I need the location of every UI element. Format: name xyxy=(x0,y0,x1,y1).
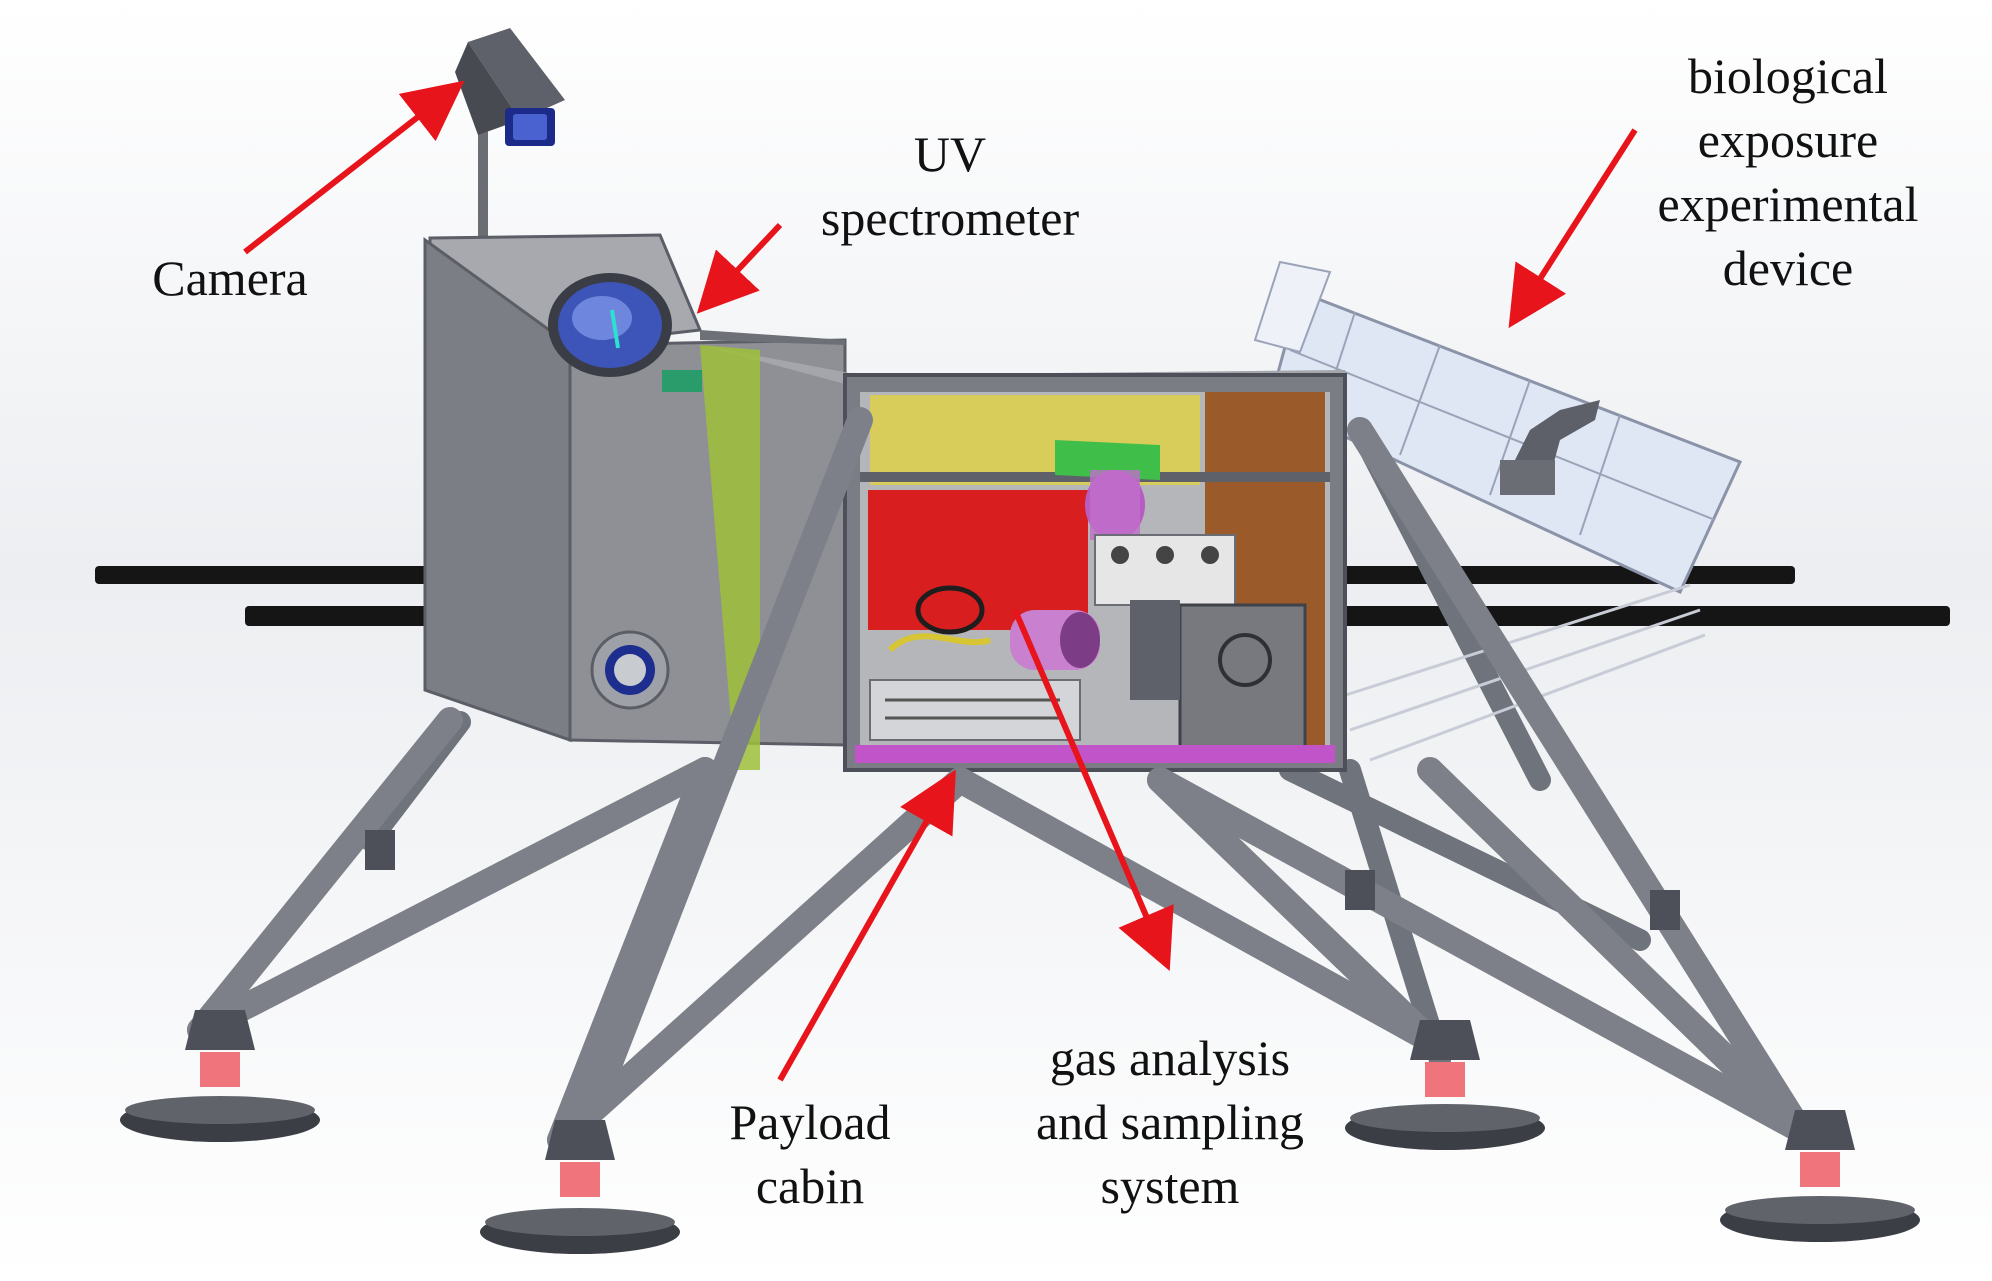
arrow-uv-spectrometer xyxy=(696,222,783,314)
leg-brackets xyxy=(365,830,1680,930)
lander-feet xyxy=(120,1010,1920,1254)
label-payload-line-1: Payload xyxy=(729,1094,891,1150)
front-legs xyxy=(187,407,1813,1153)
label-bio-line-3: experimental xyxy=(1657,176,1919,232)
porthole-icon xyxy=(590,630,670,710)
red-module xyxy=(868,490,1088,630)
uv-window-icon xyxy=(548,273,672,377)
camera-icon xyxy=(455,28,565,146)
arrow-payload xyxy=(777,769,956,1082)
label-uv-spectrometer: UV spectrometer xyxy=(760,122,1140,250)
arrow-gas xyxy=(1012,608,1174,972)
label-bio-line-4: device xyxy=(1722,240,1854,296)
payload-cabin xyxy=(700,345,1347,772)
label-bio-line-1: biological xyxy=(1688,48,1888,104)
label-payload-cabin: Payload cabin xyxy=(690,1090,930,1218)
label-payload-line-2: cabin xyxy=(755,1158,865,1214)
callout-arrows xyxy=(243,80,1638,1082)
label-gas-line-3: system xyxy=(1100,1158,1240,1214)
label-uv-line-1: UV xyxy=(913,126,987,182)
label-camera: Camera xyxy=(110,246,350,310)
label-uv-line-2: spectrometer xyxy=(820,190,1080,246)
arrow-camera xyxy=(243,80,465,255)
label-bio-line-2: exposure xyxy=(1697,112,1879,168)
arrow-biological xyxy=(1508,128,1638,329)
biological-exposure-device xyxy=(1253,260,1743,762)
label-camera-text: Camera xyxy=(152,250,308,306)
label-gas-line-1: gas analysis xyxy=(1049,1030,1291,1086)
label-gas-line-2: and sampling xyxy=(1035,1094,1305,1150)
label-gas-analysis-system: gas analysis and sampling system xyxy=(990,1026,1350,1218)
camera-assembly xyxy=(455,28,565,245)
label-biological-exposure-device: biological exposure experimental device xyxy=(1598,44,1978,300)
